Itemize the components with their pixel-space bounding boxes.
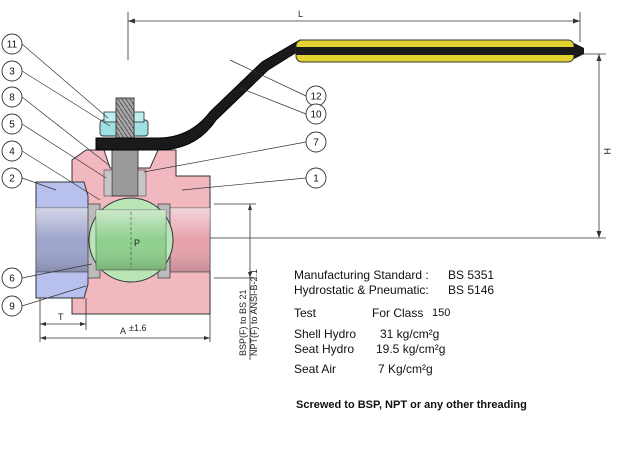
callout-7: 7	[305, 131, 327, 153]
dim-T-label: T	[58, 312, 64, 322]
svg-text:12: 12	[310, 92, 322, 103]
spec-hydrostatic-value: BS 5146	[448, 283, 495, 297]
svg-text:8: 8	[9, 93, 15, 104]
dim-A-tolerance: ±1.6	[129, 323, 146, 333]
callout-leaders	[21, 43, 307, 307]
spec-shell-label: Shell Hydro	[294, 327, 357, 341]
svg-text:6: 6	[9, 274, 15, 285]
spec-class-label: For Class	[372, 306, 424, 320]
svg-text:P: P	[134, 238, 140, 248]
callout-2: 2	[1, 167, 23, 189]
callout-6: 6	[1, 267, 23, 289]
svg-text:3: 3	[9, 67, 15, 78]
spec-seat-air: Seat Air 7 Kg/cm²g	[294, 362, 433, 376]
spec-seat-hydro-label: Seat Hydro	[294, 342, 355, 356]
callout-11: 11	[1, 33, 23, 55]
spec-seat-air-value: 7 Kg/cm²g	[378, 362, 433, 376]
svg-text:9: 9	[9, 302, 15, 313]
handle	[95, 39, 584, 151]
callout-12: 12	[305, 85, 327, 107]
callout-4: 4	[1, 140, 23, 162]
svg-text:1: 1	[313, 174, 319, 185]
spec-hydrostatic: Hydrostatic & Pneumatic: BS 5146	[294, 283, 494, 297]
spec-test-label: Test	[294, 306, 317, 320]
callout-9: 9	[1, 295, 23, 317]
dimension-thread: BSP(F) to BS 21 NPT(F) to ANSI-B-2.1	[214, 203, 259, 360]
dim-L-label: L	[298, 9, 303, 19]
dim-H-label: H	[602, 148, 612, 155]
svg-text:11: 11	[7, 40, 18, 51]
callout-8: 8	[1, 86, 23, 108]
spec-manufacturing-label: Manufacturing Standard :	[294, 268, 429, 282]
spec-seat-air-label: Seat Air	[294, 362, 337, 376]
callout-10: 10	[305, 103, 327, 125]
thread-npt-label: NPT(F) to ANSI-B-2.1	[249, 269, 259, 356]
spec-manufacturing: Manufacturing Standard : BS 5351	[294, 268, 494, 282]
stem	[111, 149, 139, 197]
svg-text:5: 5	[9, 120, 15, 131]
dimension-L: L	[127, 9, 581, 60]
svg-text:4: 4	[9, 147, 15, 158]
spec-seat-hydro-value: 19.5 kg/cm²g	[376, 342, 446, 356]
callout-5: 5	[1, 113, 23, 135]
spec-shell-hydro: Shell Hydro 31 kg/cm²g	[294, 327, 439, 341]
spec-manufacturing-value: BS 5351	[448, 268, 495, 282]
ball: P	[88, 197, 174, 283]
end-connector	[35, 181, 93, 299]
callout-1: 1	[305, 167, 327, 189]
dimension-T-A: T A ±1.6	[39, 298, 211, 342]
svg-text:7: 7	[313, 138, 319, 149]
spec-seat-hydro: Seat Hydro 19.5 kg/cm²g	[294, 342, 445, 356]
spec-shell-value: 31 kg/cm²g	[380, 327, 440, 341]
svg-text:2: 2	[9, 174, 15, 185]
callout-3: 3	[1, 60, 23, 82]
spec-hydrostatic-label: Hydrostatic & Pneumatic:	[294, 283, 429, 297]
dim-A-label: A	[120, 326, 126, 336]
thread-bsp-label: BSP(F) to BS 21	[238, 289, 248, 356]
callouts: 11 3 8 5 4 2 6 9	[1, 33, 327, 317]
spec-test: Test For Class 150	[294, 306, 450, 320]
spec-threading-note: Screwed to BSP, NPT or any other threadi…	[296, 399, 527, 411]
svg-text:10: 10	[310, 110, 322, 121]
spec-class-value: 150	[432, 307, 451, 319]
